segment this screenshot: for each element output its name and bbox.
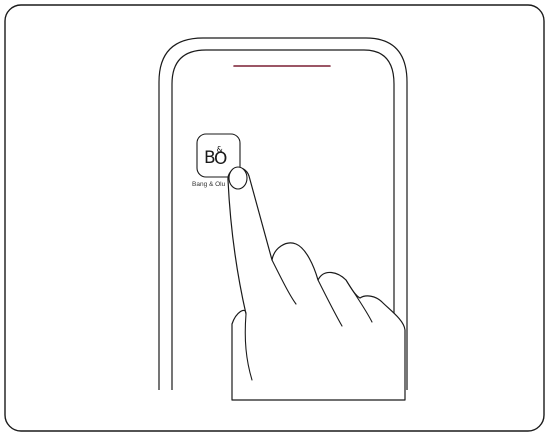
app-logo-o: O [214, 149, 227, 169]
app-icon-label: Bang & Olu [192, 181, 226, 188]
fingernail [229, 167, 247, 189]
